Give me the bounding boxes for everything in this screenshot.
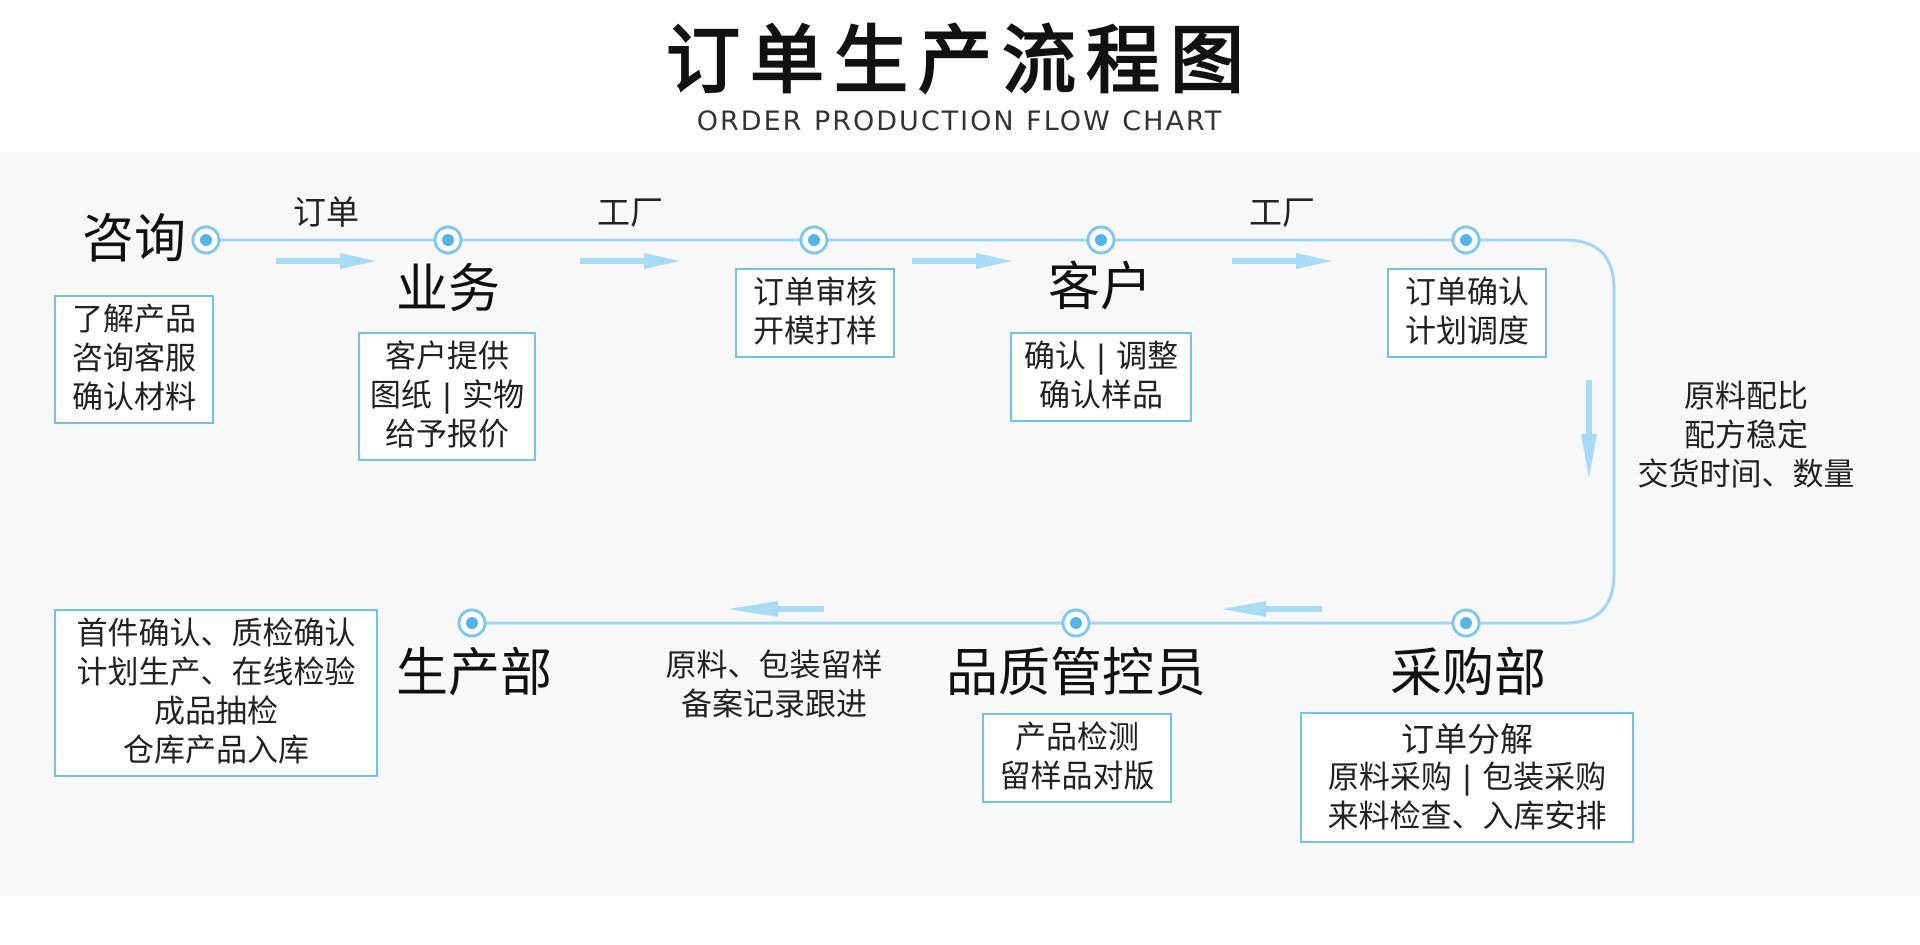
node-consult	[191, 225, 221, 255]
edge-label-factory-1: 工厂	[597, 193, 663, 232]
arrow-right-2	[580, 253, 680, 269]
arrow-down	[1581, 380, 1597, 478]
stage-production: 生产部	[395, 644, 553, 704]
box-line: 确认材料	[72, 380, 196, 416]
node-customer	[1086, 225, 1116, 255]
note-bottom: 原料、包装留样 备案记录跟进	[666, 647, 883, 725]
page-subtitle: ORDER PRODUCTION FLOW CHART	[696, 106, 1224, 137]
edge-label-order: 订单	[293, 193, 359, 232]
box-line: 仓库产品入库	[123, 733, 309, 769]
box-line: 订单审核	[753, 275, 877, 311]
note-line: 原料、包装留样	[665, 648, 883, 684]
box-line: 计划生产、在线检验	[76, 655, 356, 691]
box-customer: 确认 | 调整 确认样品	[1010, 332, 1192, 422]
box-consult: 了解产品 咨询客服 确认材料	[54, 295, 214, 424]
note-line: 交货时间、数量	[1637, 457, 1855, 493]
note-line: 配方稳定	[1684, 418, 1808, 454]
node-purchasing	[1451, 608, 1481, 638]
box-confirm: 订单确认 计划调度	[1387, 268, 1547, 358]
arrow-right-4	[1232, 253, 1332, 269]
box-line: 了解产品	[72, 302, 196, 338]
right-turn-line	[1564, 238, 1616, 625]
box-line: 订单确认	[1405, 275, 1529, 311]
box-line: 开模打样	[753, 314, 877, 350]
note-line: 备案记录跟进	[681, 687, 867, 723]
box-line: 留样品对版	[999, 759, 1155, 795]
arrow-right-1	[276, 253, 376, 269]
box-heading: 订单分解	[1401, 720, 1533, 759]
box-line: 客户提供	[385, 339, 509, 375]
arrow-left-1	[1222, 601, 1322, 617]
box-line: 咨询客服	[72, 341, 196, 377]
box-line: 给予报价	[385, 417, 509, 453]
box-business: 客户提供 图纸 | 实物 给予报价	[358, 332, 536, 461]
box-line: 原料采购 | 包装采购	[1327, 760, 1607, 796]
box-quality: 产品检测 留样品对版	[982, 713, 1172, 803]
arrow-left-2	[728, 601, 824, 617]
node-production	[457, 608, 487, 638]
box-line: 确认 | 调整	[1023, 339, 1179, 375]
box-production: 首件确认、质检确认 计划生产、在线检验 成品抽检 仓库产品入库	[54, 609, 378, 777]
note-right: 原料配比 配方稳定 交货时间、数量	[1638, 378, 1855, 495]
stage-purchasing: 采购部	[1389, 644, 1547, 704]
stage-consult: 咨询	[82, 210, 187, 270]
node-business	[433, 225, 463, 255]
box-line: 来料检查、入库安排	[1327, 799, 1607, 835]
box-line: 首件确认、质检确认	[76, 616, 356, 652]
box-line: 产品检测	[1015, 720, 1139, 756]
box-review: 订单审核 开模打样	[735, 268, 895, 358]
box-purchasing: 订单分解 原料采购 | 包装采购 来料检查、入库安排	[1300, 712, 1634, 843]
box-line: 计划调度	[1405, 314, 1529, 350]
box-line: 确认样品	[1039, 378, 1163, 414]
stage-quality: 品质管控员	[945, 644, 1207, 704]
box-line: 成品抽检	[154, 694, 278, 730]
node-confirm	[1451, 225, 1481, 255]
node-review	[799, 225, 829, 255]
edge-label-factory-2: 工厂	[1249, 193, 1315, 232]
box-line: 图纸 | 实物	[369, 378, 525, 414]
node-quality	[1061, 608, 1091, 638]
stage-customer: 客户	[1047, 258, 1153, 318]
stage-business: 业务	[395, 260, 501, 320]
note-line: 原料配比	[1684, 379, 1808, 415]
arrow-right-3	[912, 253, 1012, 269]
page-title: 订单生产流程图	[666, 18, 1254, 104]
